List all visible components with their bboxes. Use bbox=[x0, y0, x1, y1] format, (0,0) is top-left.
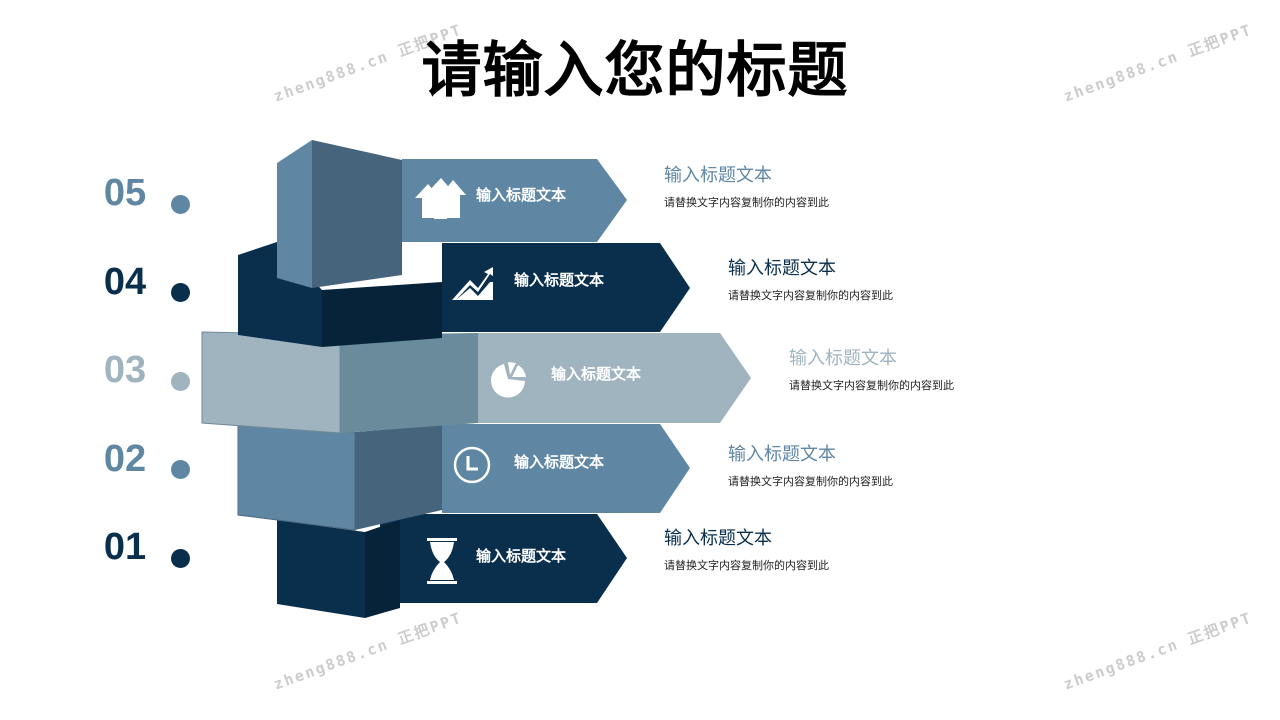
arrow-label: 输入标题文本 bbox=[514, 271, 605, 289]
arrow-label: 输入标题文本 bbox=[514, 453, 605, 471]
arrow-03 bbox=[478, 333, 751, 423]
block-03-left bbox=[201, 331, 341, 434]
step-title: 输入标题文本 bbox=[789, 348, 897, 369]
step-description: 请替换文字内容复制你的内容到此 bbox=[789, 379, 954, 392]
block-05-left bbox=[277, 140, 312, 288]
arrow-label: 输入标题文本 bbox=[476, 186, 567, 204]
block-02-right bbox=[355, 425, 442, 530]
arrow-01 bbox=[380, 514, 627, 603]
step-title: 输入标题文本 bbox=[664, 165, 772, 186]
arrow-label: 输入标题文本 bbox=[476, 547, 567, 565]
step-number: 01 bbox=[103, 526, 147, 568]
step-description: 请替换文字内容复制你的内容到此 bbox=[728, 475, 893, 488]
arrow-02 bbox=[442, 424, 690, 513]
pie-chart-icon bbox=[491, 362, 526, 398]
step-title: 输入标题文本 bbox=[728, 258, 836, 279]
block-05-right bbox=[312, 140, 402, 288]
step-number: 03 bbox=[103, 349, 147, 391]
arrow-label: 输入标题文本 bbox=[551, 365, 642, 383]
block-02-left bbox=[237, 424, 356, 531]
arrow-05 bbox=[402, 159, 627, 242]
arrows-up-icon bbox=[415, 178, 466, 219]
clock-icon bbox=[453, 446, 491, 484]
block-01-left bbox=[277, 520, 365, 618]
step-dot bbox=[171, 460, 190, 479]
step-number: 05 bbox=[103, 172, 147, 214]
step-dot bbox=[171, 372, 190, 391]
page-title: 请输入您的标题 bbox=[421, 36, 849, 106]
step-number: 04 bbox=[103, 261, 147, 303]
arrow-04 bbox=[442, 243, 690, 332]
step-dot bbox=[171, 549, 190, 568]
block-03-right bbox=[340, 333, 478, 433]
step-dot bbox=[171, 283, 190, 302]
block-01-right bbox=[365, 520, 400, 618]
step-description: 请替换文字内容复制你的内容到此 bbox=[664, 196, 829, 209]
step-description: 请替换文字内容复制你的内容到此 bbox=[728, 289, 893, 302]
step-title: 输入标题文本 bbox=[728, 444, 836, 465]
step-title: 输入标题文本 bbox=[664, 528, 772, 549]
step-description: 请替换文字内容复制你的内容到此 bbox=[664, 559, 829, 572]
step-number: 02 bbox=[103, 438, 147, 480]
trend-chart-icon bbox=[452, 267, 493, 300]
step-dot bbox=[171, 195, 190, 214]
hourglass-icon bbox=[427, 538, 457, 584]
block-04-right bbox=[322, 282, 442, 347]
